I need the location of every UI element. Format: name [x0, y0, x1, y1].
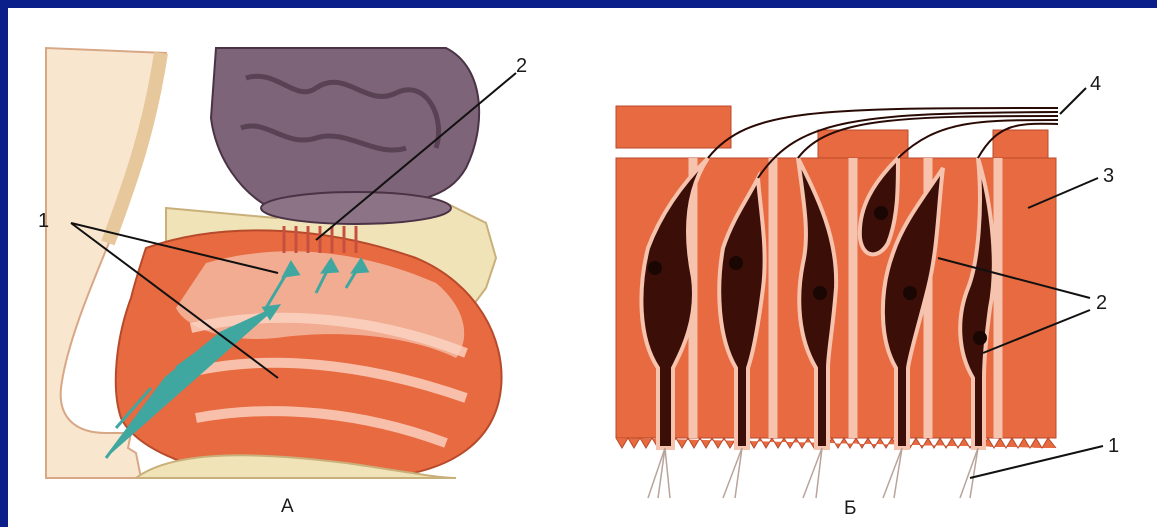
nasal-cavity-illustration — [16, 8, 576, 527]
callout-label-b1: 1 — [1108, 436, 1119, 456]
callout-label-2: 2 — [516, 56, 527, 76]
panel-a-label: А — [281, 496, 294, 518]
callout-line-b4 — [1060, 88, 1086, 114]
callout-label-b2: 2 — [1096, 293, 1107, 313]
panel-b-olfactory-epithelium: 1 2 3 4 Б — [598, 8, 1157, 527]
epithelium-top-left — [616, 106, 731, 148]
epithelium-basal-edge — [616, 438, 1056, 448]
callout-line-b1 — [970, 446, 1103, 478]
callout-label-b4: 4 — [1090, 74, 1101, 94]
olfactory-nerve-fibers — [284, 226, 356, 253]
cilia — [648, 448, 978, 498]
callout-label-b3: 3 — [1103, 166, 1114, 186]
panel-b-label: Б — [844, 498, 856, 520]
olfactory-bulb — [261, 192, 451, 224]
olfactory-epithelium-illustration — [598, 8, 1157, 527]
epithelium-top-right — [993, 130, 1048, 158]
panel-a-nasal-cavity: 1 2 А — [16, 8, 576, 527]
figure-frame: 1 2 А — [8, 8, 1157, 527]
callout-label-1: 1 — [38, 211, 49, 231]
